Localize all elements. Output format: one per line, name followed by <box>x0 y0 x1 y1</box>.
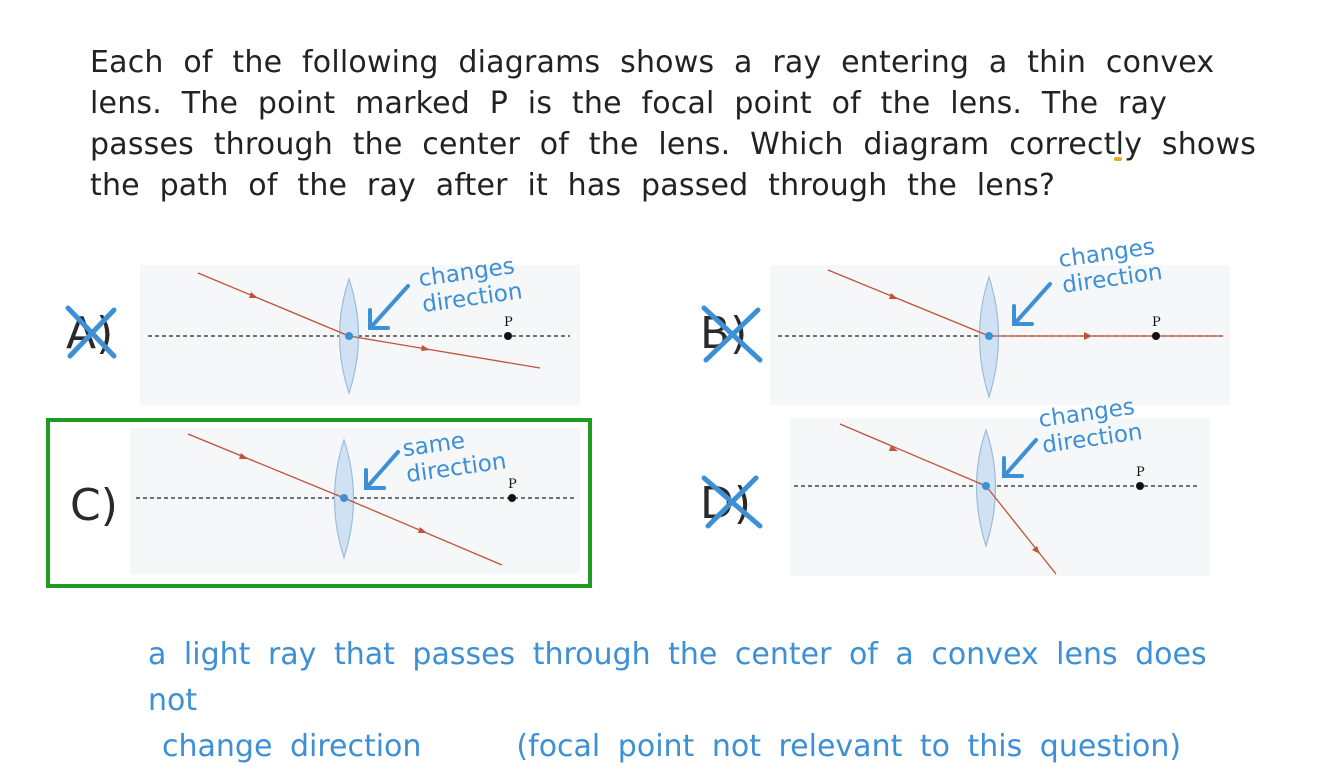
ray-arrow <box>1084 332 1092 340</box>
question-part1: Each of the following diagrams shows a r… <box>90 45 1215 121</box>
explanation-note: a light ray that passes through the cent… <box>148 632 1268 770</box>
lens-center-dot <box>985 332 993 340</box>
explanation-line-2b: (focal point not relevant to this questi… <box>516 729 1182 764</box>
cross-out-icon <box>65 305 117 359</box>
question-part2: . Which diagram correctly shows the path… <box>90 127 1257 203</box>
explanation-line-2: change direction (focal point not relevan… <box>148 724 1268 770</box>
lens-center-dot <box>982 482 990 490</box>
ray-arrow <box>249 292 258 298</box>
incident-ray <box>197 272 350 337</box>
incident-ray <box>827 269 990 337</box>
cross-out-icon <box>701 305 763 363</box>
lens-center-dot <box>340 494 348 502</box>
refracted-ray <box>985 485 1057 575</box>
choice-label-text: B) <box>700 308 748 359</box>
incident-ray <box>839 423 987 487</box>
diagram-b-bg <box>770 265 1230 405</box>
ray-arrow <box>889 445 898 451</box>
focal-point-label: P <box>508 477 517 492</box>
ray-arrow <box>418 527 427 533</box>
choice-label-text: D) <box>700 478 752 529</box>
diagram-c-svg: P <box>130 428 580 574</box>
annotation-arrow-icon <box>1002 438 1038 478</box>
diagram-d: P <box>790 418 1210 576</box>
incident-ray <box>187 433 345 499</box>
focal-point-label: P <box>1152 315 1161 330</box>
diagram-c-bg <box>130 428 580 574</box>
diagram-b: P <box>770 265 1230 405</box>
ray-arrow <box>421 345 430 351</box>
focal-point-dot <box>504 332 512 340</box>
ray-arrow <box>889 293 898 299</box>
annotation-arrow-icon <box>368 284 410 330</box>
diagram-d-svg: P <box>790 418 1210 576</box>
cross-out-icon <box>701 475 763 529</box>
annotation-arrow-icon <box>364 450 400 490</box>
focal-point-dot <box>508 494 516 502</box>
question-highlight: ray passes through the center of the len… <box>90 86 1168 162</box>
explanation-line-2a: change direction <box>162 729 422 764</box>
diagram-c: P <box>130 428 580 574</box>
diagram-b-svg: P <box>770 265 1230 405</box>
focal-point-label: P <box>1136 465 1145 480</box>
focal-point-dot <box>1136 482 1144 490</box>
focal-point-dot <box>1152 332 1160 340</box>
diagram-d-bg <box>790 418 1210 576</box>
choice-label-b[interactable]: B) <box>700 308 747 359</box>
diagram-a-svg: P <box>140 265 580 405</box>
focal-point-label: P <box>504 315 513 330</box>
annotation-arrow-icon <box>1012 282 1052 326</box>
choice-label-text: C) <box>70 480 118 531</box>
correct-answer-box <box>46 418 592 588</box>
ray-arrow <box>1032 546 1040 554</box>
question-text: Each of the following diagrams shows a r… <box>90 42 1270 206</box>
lens-center-dot <box>345 332 353 340</box>
diagram-a: P <box>140 265 580 405</box>
explanation-line-1: a light ray that passes through the cent… <box>148 637 1207 718</box>
choice-label-c[interactable]: C) <box>70 480 118 531</box>
choice-label-d[interactable]: D) <box>700 478 751 529</box>
ray-arrow <box>239 453 248 459</box>
refracted-ray <box>348 335 541 369</box>
